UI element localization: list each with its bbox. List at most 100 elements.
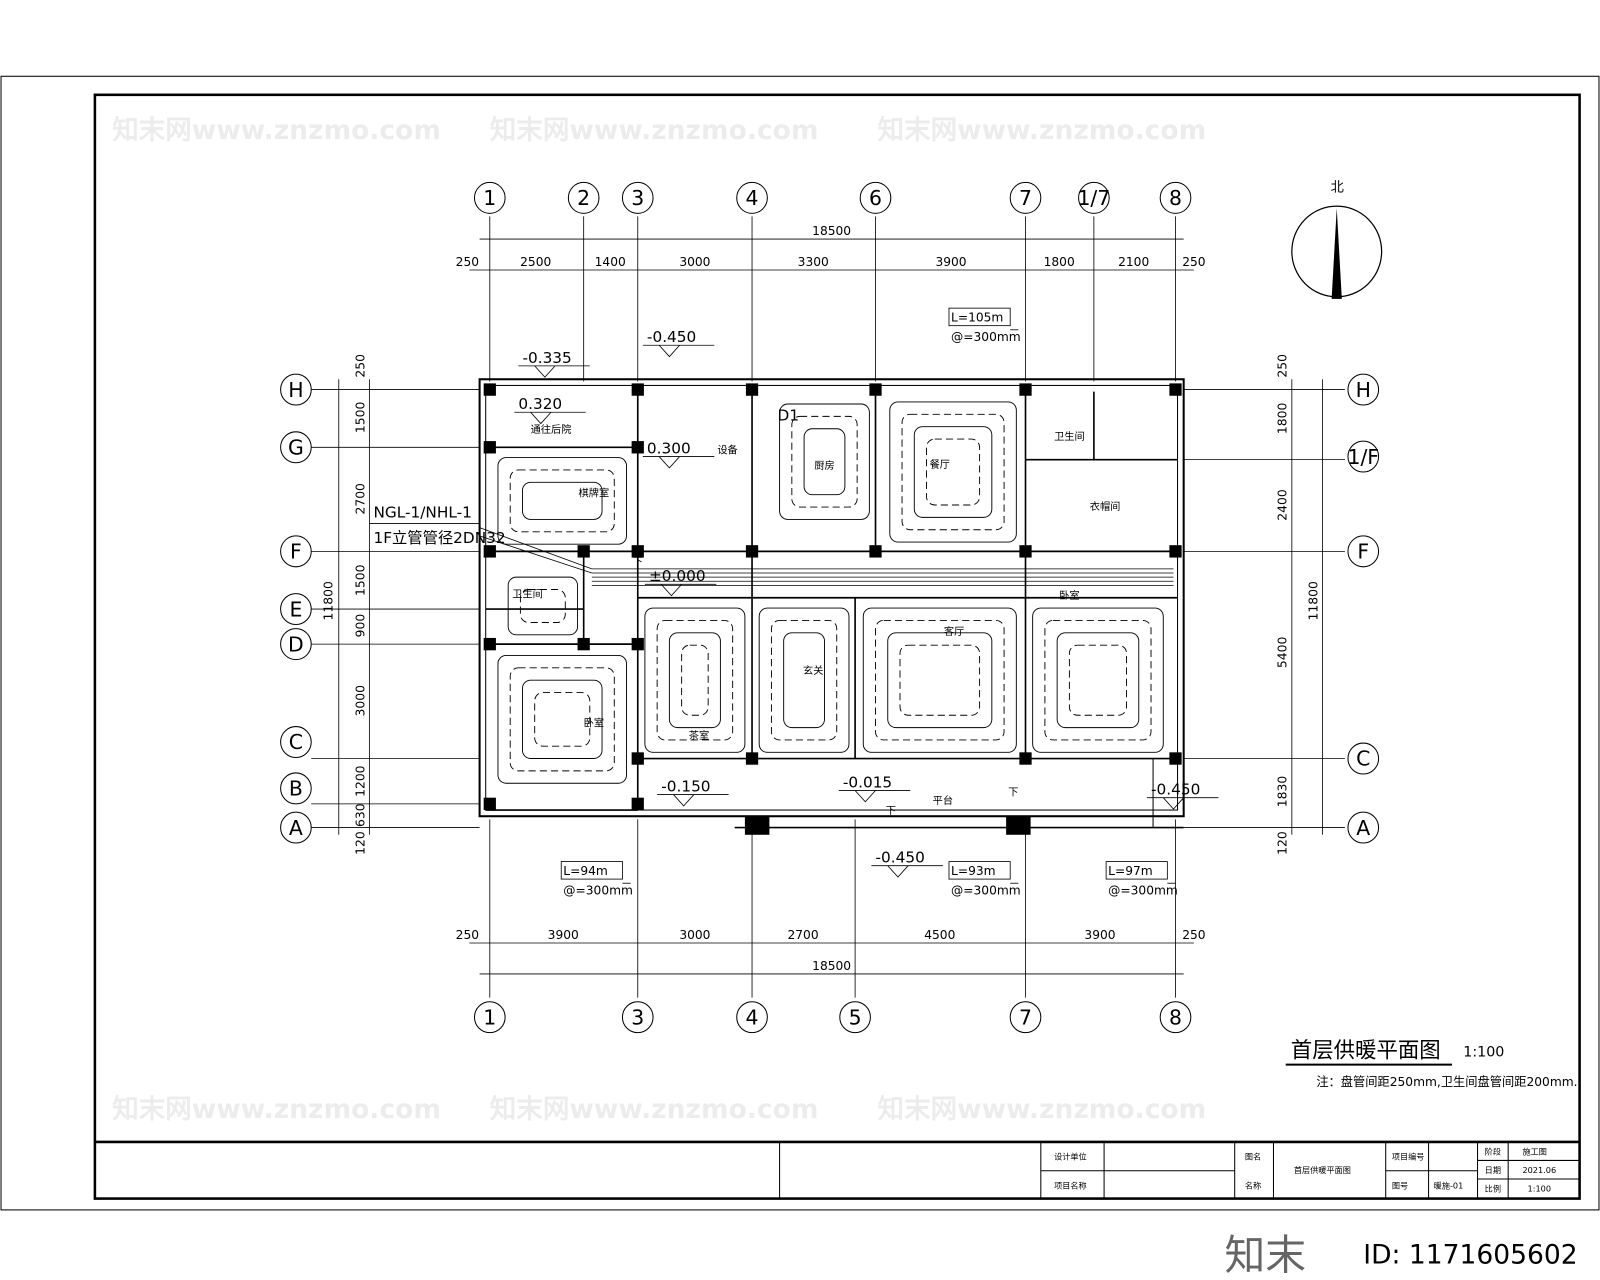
axis-label: 1/7 <box>1077 186 1110 210</box>
elevation-marker <box>658 344 680 358</box>
axis-bubble <box>1009 181 1042 214</box>
axis-bubble <box>1347 535 1380 568</box>
axis-bubble <box>1009 1001 1042 1034</box>
riser-code: NGL-1/NHL-1 <box>373 503 471 521</box>
heating-coil <box>901 413 1005 531</box>
drawing-note: 注：盘管间距250mm,卫生间盘管间距200mm.. <box>1316 1074 1581 1089</box>
axis-bubble <box>736 1001 768 1034</box>
dim-label: 3000 <box>679 928 710 942</box>
axis-bubble <box>1159 181 1192 214</box>
riser-size: 1F立管管径2DN32 <box>373 529 505 547</box>
axis-bubble <box>1347 742 1380 775</box>
dim-label: 2100 <box>1118 255 1149 269</box>
heating-coil <box>534 692 591 747</box>
loop-spacing: @=300mm <box>951 884 1021 898</box>
drawing-name-label: 图名 <box>1245 1151 1261 1161</box>
room-label: 卫生间 <box>512 588 543 601</box>
dim-total: 18500 <box>812 224 851 238</box>
exterior-wall <box>478 378 1185 818</box>
column <box>631 637 644 651</box>
elevation-label: -0.015 <box>843 773 892 791</box>
heating-coil <box>509 469 615 533</box>
watermark: 知末网www.znzmo.com <box>878 115 1207 146</box>
elevation-marker <box>530 411 552 425</box>
axis-bubble <box>473 1001 506 1034</box>
loop-length-box <box>1105 861 1168 880</box>
dim-label: 250 <box>1276 354 1290 378</box>
heating-coil <box>791 415 858 508</box>
axis-label: C <box>1356 747 1370 771</box>
axis-bubble <box>280 811 312 844</box>
column <box>631 383 644 396</box>
elevation-marker <box>673 794 695 807</box>
heating-coil <box>887 632 993 729</box>
column <box>1019 752 1032 765</box>
heating-coil <box>644 607 746 753</box>
loop-length: L=93m <box>951 864 996 878</box>
column <box>483 637 496 651</box>
axis-label: E <box>289 597 302 621</box>
room-label: 棋牌室 <box>579 487 610 500</box>
dim-label: 11800 <box>1306 581 1320 620</box>
heating-coil <box>497 457 627 545</box>
dim-label: 3900 <box>1084 928 1115 942</box>
room-label: 卧室 <box>584 717 604 730</box>
axis-label: 3 <box>631 1005 644 1029</box>
heating-coil <box>507 576 579 636</box>
axis-bubble <box>473 181 506 214</box>
design-unit-label: 设计单位 <box>1054 1151 1087 1161</box>
axis-bubble <box>280 772 312 805</box>
axis-label: H <box>1356 378 1371 402</box>
image-id: ID: 1171605602 <box>1363 1239 1577 1270</box>
dim-label: 250 <box>1182 255 1205 269</box>
axis-bubble <box>1159 1001 1192 1034</box>
heating-coil <box>521 481 603 520</box>
dim-label: 2400 <box>1276 489 1290 520</box>
dim-label: 11800 <box>322 581 336 620</box>
axis-label: 8 <box>1169 1005 1182 1029</box>
heating-coil <box>681 644 709 716</box>
heating-coil <box>656 619 734 741</box>
north-label: 北 <box>1331 180 1344 196</box>
elevation-marker <box>658 456 680 469</box>
column <box>745 545 759 558</box>
dim-label: 3900 <box>548 928 579 942</box>
axis-label: 7 <box>1019 186 1032 210</box>
axis-bubble <box>1347 811 1380 844</box>
dim-label: 1400 <box>595 255 626 269</box>
column <box>631 545 644 558</box>
axis-label: 2 <box>577 186 590 210</box>
dim-label: 2700 <box>353 483 367 514</box>
door-tag-d1: D1 <box>778 406 800 424</box>
column <box>744 816 770 835</box>
riser-leader <box>479 527 592 570</box>
heating-coil <box>1068 644 1127 716</box>
axis-bubble <box>280 431 312 464</box>
axis-bubble <box>1078 181 1110 214</box>
axis-label: 1/F <box>1347 445 1379 469</box>
room-label: 平台 <box>933 794 953 807</box>
column <box>745 383 759 396</box>
watermarks: 知末网www.znzmo.com 知末网www.znzmo.com 知末网www… <box>112 115 1577 1280</box>
date-value: 2021.06 <box>1522 1165 1556 1175</box>
column <box>869 383 882 396</box>
axis-label: D <box>288 632 304 656</box>
axis-label: 3 <box>631 186 644 210</box>
room-label: 茶室 <box>689 729 709 742</box>
axis-label: F <box>290 539 302 563</box>
drawing-no-label: 图号 <box>1392 1180 1408 1190</box>
heating-coil <box>899 644 981 716</box>
axis-bubble <box>280 628 312 661</box>
step-down-label: 下 <box>1008 787 1018 799</box>
dim-label: 2700 <box>787 928 818 942</box>
column <box>1006 816 1031 835</box>
dim-label: 120 <box>1276 831 1290 855</box>
axis-label: 1 <box>483 1005 496 1029</box>
column <box>1169 752 1182 765</box>
heating-coil <box>668 632 721 729</box>
axis-label: F <box>1357 539 1369 563</box>
dim-label: 630 <box>353 803 367 827</box>
elevation-marker <box>887 865 909 878</box>
